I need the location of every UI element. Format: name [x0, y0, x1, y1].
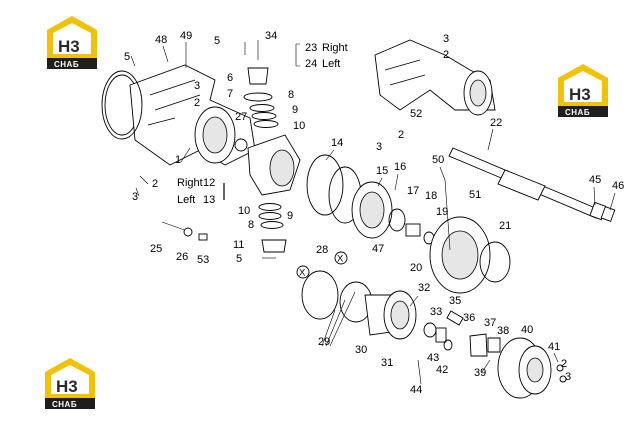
- bracket-top: [295, 43, 300, 67]
- callout-labels: 5 48 49 3 2 1 2 3 5 34 6 7 8 9 10 27 23 …: [124, 30, 624, 396]
- callout-49: 49: [180, 30, 192, 42]
- callout-8: 8: [288, 89, 294, 101]
- callout-48: 48: [155, 34, 167, 46]
- callout-5: 5: [214, 35, 220, 47]
- callout-33: 33: [430, 306, 442, 318]
- callout-40: 40: [521, 324, 533, 336]
- logo-subtext: СНАБ: [52, 400, 77, 409]
- callout-10: 10: [293, 120, 305, 132]
- callout-43: 43: [427, 352, 439, 364]
- callout-38: 38: [497, 325, 509, 337]
- callout-32: 32: [418, 282, 430, 294]
- logo-text: H3: [56, 377, 78, 396]
- logo-subtext: СНАБ: [565, 108, 590, 117]
- callout-10b: 10: [238, 205, 250, 217]
- callout-3: 3: [194, 80, 200, 92]
- logo-bottom-left: H3 СНАБ: [45, 358, 95, 409]
- logo-top-left: H3 СНАБ: [47, 16, 97, 69]
- label-left-a: Left: [322, 58, 340, 70]
- callout-2b: 2: [152, 178, 158, 190]
- callout-16: 16: [394, 161, 406, 173]
- leader-lines: [130, 42, 616, 385]
- callout-21: 21: [499, 220, 511, 232]
- callout-31: 31: [381, 357, 393, 369]
- callout-8b: 8: [248, 219, 254, 231]
- svg-text:X: X: [299, 268, 306, 279]
- callout-2c: 2: [443, 49, 449, 61]
- callout-51: 51: [469, 189, 481, 201]
- callout-30: 30: [355, 344, 367, 356]
- callout-41: 41: [548, 341, 560, 353]
- callout-11: 11: [233, 239, 244, 251]
- label-left-b: Left: [177, 194, 195, 206]
- callout-6: 6: [227, 72, 233, 84]
- callout-13: 13: [203, 194, 215, 206]
- callout-35: 35: [449, 295, 461, 307]
- callout-50: 50: [432, 154, 444, 166]
- callout-5b: 5: [236, 253, 242, 265]
- callout-15: 15: [376, 165, 388, 177]
- logo-text: H3: [58, 37, 80, 56]
- gasket-ring: [101, 70, 143, 140]
- callout-4: 5: [124, 51, 130, 63]
- hub-flange: [429, 216, 511, 294]
- callout-12: 12: [203, 177, 215, 189]
- label-right-a: Right: [322, 42, 348, 54]
- callout-36: 36: [463, 312, 475, 324]
- callout-14: 14: [331, 137, 343, 149]
- bolt-assembly-left: [161, 221, 208, 241]
- callout-44: 44: [410, 384, 422, 396]
- label-right-b: Right: [177, 177, 203, 189]
- callout-45: 45: [589, 174, 601, 186]
- drive-shaft: [448, 147, 616, 222]
- callout-52: 52: [410, 108, 422, 120]
- callout-3b: 3: [132, 191, 138, 203]
- kingpin-parts-top: [243, 40, 279, 128]
- seal-rings: [306, 154, 435, 245]
- axle-housing-left: [104, 64, 256, 166]
- callout-23: 23: [305, 42, 317, 54]
- steering-knuckle: [247, 134, 301, 196]
- callout-28: 28: [316, 244, 328, 256]
- callout-29: 29: [318, 336, 330, 348]
- kingpin-parts-bottom: [258, 203, 287, 259]
- callout-22: 22: [490, 117, 502, 129]
- callout-20: 20: [410, 262, 422, 274]
- logo-right: H3 СНАБ: [558, 64, 608, 117]
- x-mark-1: X: [296, 265, 310, 279]
- callout-1: 1: [175, 154, 181, 166]
- callout-24: 24: [305, 58, 317, 70]
- planetary-gear-set: [301, 270, 417, 340]
- callout-47: 47: [372, 243, 384, 255]
- callout-26: 26: [176, 251, 188, 263]
- callout-3e: 3: [565, 371, 571, 383]
- callout-42: 42: [436, 364, 448, 376]
- callout-2d: 2: [398, 129, 404, 141]
- callout-34: 34: [265, 30, 277, 42]
- callout-7: 7: [227, 88, 233, 100]
- logo-text: H3: [569, 85, 591, 104]
- logo-subtext: СНАБ: [54, 60, 79, 69]
- axle-housing-right: [374, 39, 496, 116]
- x-mark-2: X: [334, 251, 348, 265]
- callout-9b: 9: [287, 210, 293, 222]
- callout-2: 2: [194, 97, 200, 109]
- svg-text:X: X: [337, 254, 344, 265]
- callout-17: 17: [407, 185, 419, 197]
- callout-3d: 3: [376, 141, 382, 153]
- callout-46: 46: [612, 180, 624, 192]
- callout-19: 19: [436, 206, 448, 218]
- callout-25: 25: [150, 243, 162, 255]
- callout-3c: 3: [443, 33, 449, 45]
- callout-18: 18: [425, 190, 437, 202]
- callout-27: 27: [235, 111, 247, 123]
- planet-hardware: [423, 310, 501, 357]
- callout-37: 37: [484, 317, 496, 329]
- callout-9: 9: [292, 104, 298, 116]
- wheel-hub: [497, 337, 567, 399]
- callout-2e: 2: [561, 358, 567, 370]
- callout-53: 53: [197, 254, 209, 266]
